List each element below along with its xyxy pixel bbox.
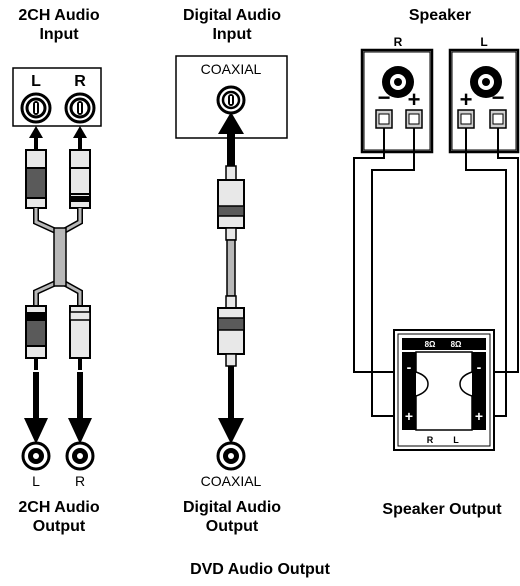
speaker-right-minus: − bbox=[378, 85, 391, 110]
speaker-output-heading-text: Speaker Output bbox=[382, 501, 502, 518]
ch2-output-jacks: L R bbox=[21, 441, 95, 489]
coaxial-cable bbox=[217, 134, 245, 444]
rca-jack-in-left[interactable] bbox=[20, 92, 52, 124]
ohm-right-label: 8Ω bbox=[451, 340, 462, 349]
digital-input-heading-line1: Digital Audio bbox=[182, 7, 282, 24]
digital-output-heading-line2: Output bbox=[205, 518, 259, 535]
speaker-wires bbox=[353, 128, 519, 417]
block-right-minus: - bbox=[477, 359, 482, 375]
ch2-input-heading: 2CH Audio Input bbox=[0, 6, 118, 44]
arrow-in-right bbox=[73, 126, 87, 138]
speaker-terminal-block[interactable]: 8Ω 8Ω - - + + R L bbox=[393, 329, 495, 451]
rca-jack-out-right[interactable] bbox=[65, 441, 95, 471]
rca-jack-out-left[interactable] bbox=[21, 441, 51, 471]
block-left-minus: - bbox=[407, 359, 412, 375]
coaxial-jack-out[interactable] bbox=[216, 441, 246, 471]
ch2-input-panel: L R bbox=[12, 67, 102, 138]
in-right-label: R bbox=[74, 73, 86, 90]
coaxial-jack-in[interactable] bbox=[216, 85, 246, 115]
ch2-input-heading-line1: 2CH Audio bbox=[18, 7, 100, 24]
speaker-right-plus: + bbox=[408, 87, 421, 112]
arrow-coaxial-in bbox=[218, 112, 244, 134]
out-right-label: R bbox=[75, 473, 85, 489]
speaker-left-minus: − bbox=[492, 85, 505, 110]
footer-heading-text: DVD Audio Output bbox=[190, 561, 330, 578]
block-bottom-l: L bbox=[453, 435, 459, 445]
coaxial-out-label: COAXIAL bbox=[201, 473, 262, 489]
rca-cable-assembly bbox=[24, 138, 92, 444]
block-bottom-r: R bbox=[427, 435, 434, 445]
speaker-heading-text: Speaker bbox=[408, 7, 472, 24]
speaker-output-heading: Speaker Output bbox=[366, 500, 518, 519]
speaker-left-label: L bbox=[480, 35, 487, 49]
digital-output-heading-line1: Digital Audio bbox=[182, 499, 282, 516]
speaker-left: L + − bbox=[448, 35, 520, 154]
digital-input-heading-line2: Input bbox=[212, 26, 252, 43]
ch2-input-heading-line2: Input bbox=[39, 26, 79, 43]
digital-input-heading: Digital Audio Input bbox=[166, 6, 298, 44]
in-left-label: L bbox=[31, 73, 41, 90]
speaker-heading: Speaker bbox=[380, 6, 500, 25]
speaker-right: R − + bbox=[360, 35, 434, 154]
digital-input-panel: COAXIAL bbox=[175, 55, 288, 139]
coaxial-in-label: COAXIAL bbox=[201, 61, 262, 77]
block-right-plus: + bbox=[475, 408, 483, 424]
digital-output-heading: Digital Audio Output bbox=[166, 498, 298, 536]
ch2-output-heading-line2: Output bbox=[32, 518, 86, 535]
ch2-output-heading: 2CH Audio Output bbox=[0, 498, 118, 536]
speaker-right-label: R bbox=[394, 35, 403, 49]
arrow-in-left bbox=[29, 126, 43, 138]
ch2-output-heading-line1: 2CH Audio bbox=[18, 499, 100, 516]
ohm-left-label: 8Ω bbox=[425, 340, 436, 349]
rca-jack-in-right[interactable] bbox=[64, 92, 96, 124]
block-left-plus: + bbox=[405, 408, 413, 424]
speaker-left-plus: + bbox=[460, 87, 473, 112]
footer-heading: DVD Audio Output bbox=[130, 560, 390, 579]
out-left-label: L bbox=[32, 473, 40, 489]
